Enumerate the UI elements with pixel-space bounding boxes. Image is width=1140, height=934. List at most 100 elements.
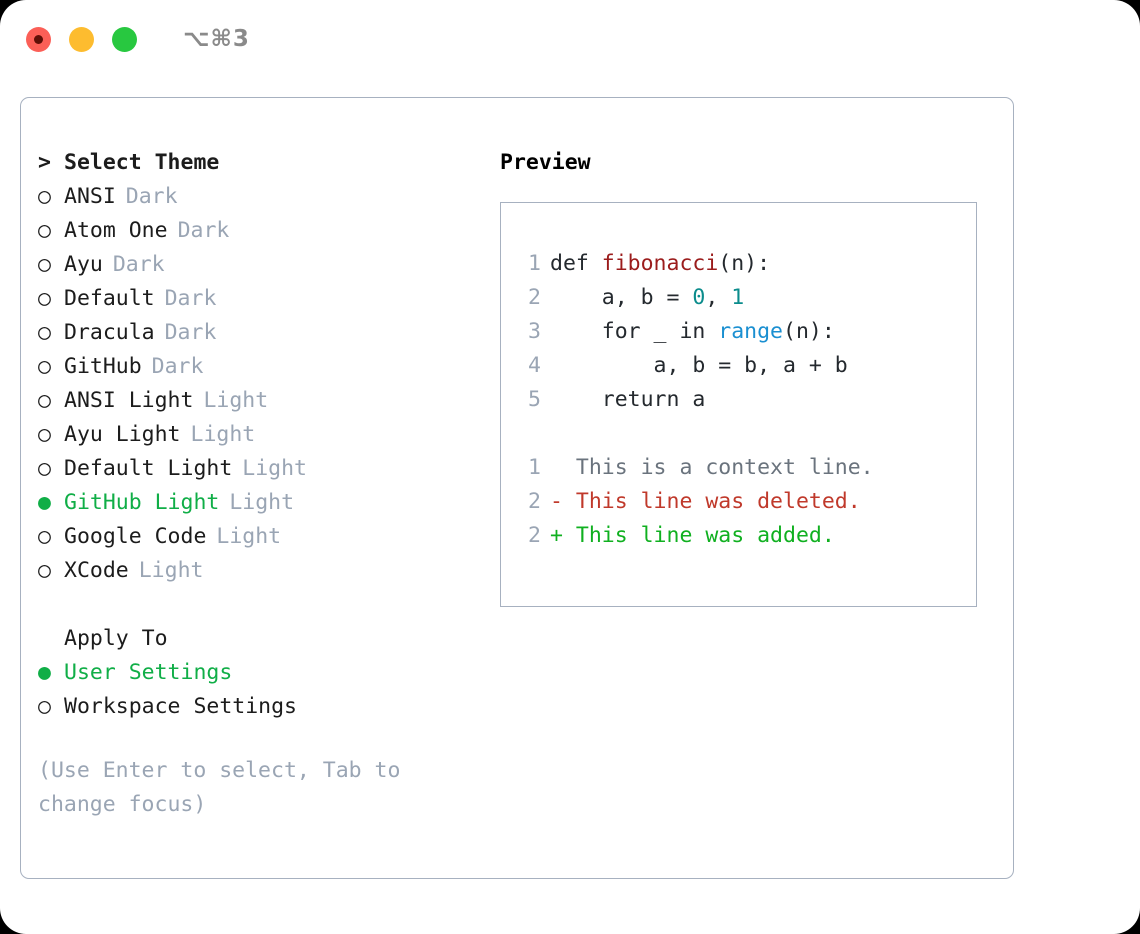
theme-list-item[interactable]: ○ Default Light Light xyxy=(38,452,478,486)
theme-kind-label: Dark xyxy=(164,286,217,311)
code-token-plain: def xyxy=(550,251,602,276)
radio-unselected-icon[interactable]: ○ xyxy=(38,252,51,277)
apply-to-list: ● User Settings ○ Workspace Settings xyxy=(38,656,478,724)
theme-name-label: Google Code xyxy=(64,524,207,549)
traffic-lights xyxy=(26,26,137,52)
radio-unselected-icon[interactable]: ○ xyxy=(38,354,51,379)
diff-line-number: 1 xyxy=(528,455,541,480)
theme-kind-label: Light xyxy=(216,524,282,549)
theme-name-label: GitHub Light xyxy=(64,490,220,515)
code-line-text: def fibonacci(n): xyxy=(550,247,770,281)
window-title: ⌥⌘3 xyxy=(183,25,250,52)
theme-kind-label: Dark xyxy=(112,252,165,277)
title-bar: ⌥⌘3 xyxy=(0,0,1140,78)
select-theme-header-label: Select Theme xyxy=(64,150,220,175)
code-line-text: for _ in range(n): xyxy=(550,315,835,349)
theme-kind-label: Dark xyxy=(151,354,204,379)
code-token-num: 1 xyxy=(731,285,745,310)
theme-name-label: Default xyxy=(64,286,155,311)
theme-name-label: ANSI xyxy=(64,184,116,209)
theme-list-item[interactable]: ○ Ayu Dark xyxy=(38,248,478,282)
diff-line-number: 2 xyxy=(528,489,541,514)
diff-sign: - xyxy=(550,489,576,514)
apply-to-item[interactable]: ● User Settings xyxy=(38,656,478,690)
code-token-plain: return a xyxy=(550,387,706,412)
diff-line-text: This is a context line. xyxy=(575,455,874,480)
diff-line: 2- This line was deleted. xyxy=(513,485,970,519)
radio-unselected-icon[interactable]: ○ xyxy=(38,184,51,209)
code-token-plain: (n): xyxy=(718,251,771,276)
code-line-number: 5 xyxy=(528,387,541,412)
code-token-plain: (n): xyxy=(783,319,835,344)
theme-name-label: Default Light xyxy=(64,456,233,481)
radio-unselected-icon[interactable]: ○ xyxy=(38,524,51,549)
theme-list-item[interactable]: ○ Google Code Light xyxy=(38,520,478,554)
theme-list-item[interactable]: ○ Dracula Dark xyxy=(38,316,478,350)
keyboard-hint: (Use Enter to select, Tab to change focu… xyxy=(38,758,401,817)
theme-list-item[interactable]: ○ XCode Light xyxy=(38,554,478,588)
code-token-plain: , xyxy=(705,285,732,310)
theme-name-label: Ayu Light xyxy=(64,422,181,447)
radio-unselected-icon[interactable]: ○ xyxy=(38,694,51,719)
code-token-plain: for _ in xyxy=(550,319,719,344)
diff-sign xyxy=(550,451,576,485)
code-line: 2 a, b = 0, 1 xyxy=(513,281,970,315)
radio-unselected-icon[interactable]: ○ xyxy=(38,558,51,583)
radio-unselected-icon[interactable]: ○ xyxy=(38,422,51,447)
theme-name-label: Ayu xyxy=(64,252,103,277)
radio-selected-icon[interactable]: ● xyxy=(38,490,51,515)
theme-list-item[interactable]: ○ Atom One Dark xyxy=(38,214,478,248)
diff-line-text: This line was deleted. xyxy=(575,489,861,514)
theme-name-label: Dracula xyxy=(64,320,155,345)
theme-name-label: ANSI Light xyxy=(64,388,194,413)
apply-to-item[interactable]: ○ Workspace Settings xyxy=(38,690,478,724)
diff-line-number: 2 xyxy=(528,523,541,548)
diff-line: 2 + This line was added. xyxy=(513,519,970,553)
code-token-fn: fibonacci xyxy=(601,251,719,276)
code-line-text: return a xyxy=(550,383,706,417)
theme-list-item[interactable]: ○ GitHub Dark xyxy=(38,350,478,384)
radio-unselected-icon[interactable]: ○ xyxy=(38,218,51,243)
theme-kind-label: Light xyxy=(242,456,308,481)
diff-line-text: This line was added. xyxy=(575,523,835,548)
theme-kind-label: Light xyxy=(138,558,204,583)
radio-unselected-icon[interactable]: ○ xyxy=(38,456,51,481)
list-spacer xyxy=(38,588,478,622)
radio-selected-icon[interactable]: ● xyxy=(38,660,51,685)
code-line: 4 a, b = b, a + b xyxy=(513,349,970,383)
diff-sign: + xyxy=(550,523,576,548)
preview-title: Preview xyxy=(500,150,591,175)
theme-name-label: GitHub xyxy=(64,354,142,379)
theme-kind-label: Light xyxy=(229,490,295,515)
theme-kind-label: Dark xyxy=(164,320,217,345)
theme-name-label: Atom One xyxy=(64,218,168,243)
code-line: 5 return a xyxy=(513,383,970,417)
maximize-button-icon[interactable] xyxy=(112,26,137,52)
apply-to-item-label: User Settings xyxy=(64,660,233,685)
theme-list-item[interactable]: ○ Default Dark xyxy=(38,282,478,316)
radio-unselected-icon[interactable]: ○ xyxy=(38,286,51,311)
code-line-number: 3 xyxy=(528,319,541,344)
select-theme-header: > Select Theme xyxy=(38,146,478,180)
theme-name-label: XCode xyxy=(64,558,129,583)
theme-kind-label: Dark xyxy=(177,218,230,243)
code-line-number: 2 xyxy=(528,285,541,310)
apply-to-header-label: Apply To xyxy=(64,626,168,651)
diff-line: 1 This is a context line. xyxy=(513,451,970,485)
radio-unselected-icon[interactable]: ○ xyxy=(38,320,51,345)
radio-unselected-icon[interactable]: ○ xyxy=(38,388,51,413)
close-button-icon[interactable] xyxy=(26,26,51,52)
code-token-plain: a, b = xyxy=(550,285,693,310)
theme-list-item[interactable]: ● GitHub Light Light xyxy=(38,486,478,520)
minimize-button-icon[interactable] xyxy=(69,26,94,52)
apply-to-item-label: Workspace Settings xyxy=(64,694,297,719)
prompt-caret-icon: > xyxy=(38,150,51,175)
